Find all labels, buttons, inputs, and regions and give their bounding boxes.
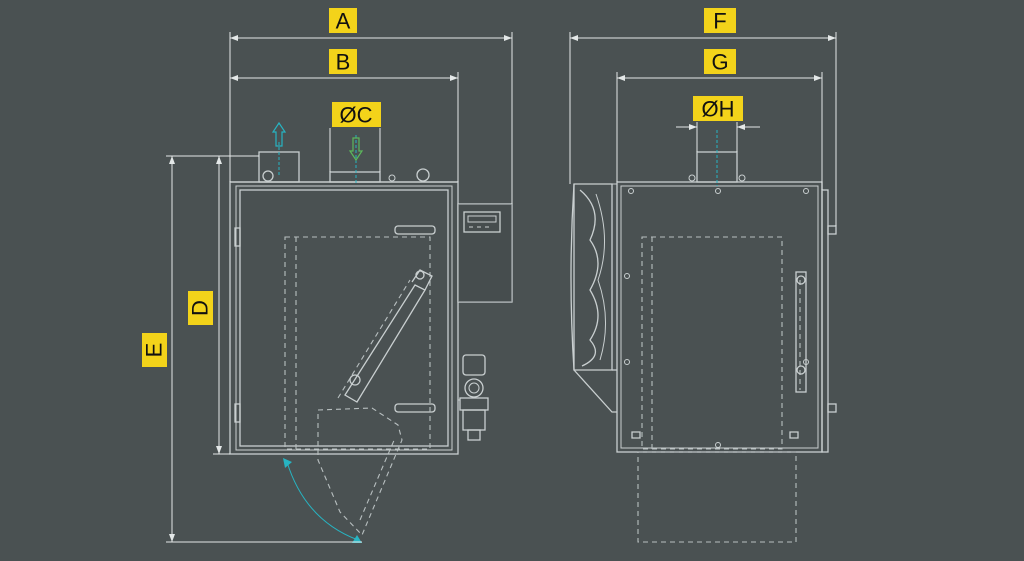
hinge-top (234, 227, 241, 247)
side-linkage (795, 271, 807, 393)
side-view (570, 130, 837, 543)
front-dimensions (166, 32, 513, 543)
label-E: E (142, 333, 167, 367)
label-A: A (329, 8, 357, 34)
side-inner-dashed (641, 236, 783, 450)
blower-housing (573, 183, 613, 371)
door-swing-arc (286, 461, 359, 541)
label-C: ØC (332, 102, 381, 128)
door-handle-top (394, 225, 436, 235)
label-F: F (704, 8, 736, 34)
front-door-panel (239, 189, 449, 447)
inlet-stub (329, 171, 381, 183)
svg-text:D: D (188, 300, 213, 316)
svg-text:F: F (713, 9, 726, 34)
up-arrow-icon (271, 121, 287, 175)
air-regulator (462, 354, 486, 376)
svg-text:G: G (711, 50, 728, 75)
svg-text:E: E (142, 343, 167, 358)
control-box (457, 203, 513, 303)
front-view (229, 121, 513, 543)
front-cabinet-outline (229, 181, 459, 455)
label-H: ØH (693, 96, 743, 122)
svg-text:ØH: ØH (702, 97, 735, 122)
label-G: G (704, 49, 736, 75)
side-cabinet-outline (616, 181, 823, 453)
side-fitting-top (827, 225, 837, 235)
down-arrow-icon (348, 135, 364, 185)
pressure-gauge (464, 378, 484, 398)
side-dimensions (569, 32, 837, 226)
side-fitting-bottom (827, 403, 837, 413)
label-B: B (329, 49, 357, 75)
hopper-swing-dashed (317, 407, 403, 536)
door-handle-bottom (394, 403, 436, 413)
svg-text:B: B (336, 50, 351, 75)
svg-text:ØC: ØC (340, 103, 373, 128)
svg-text:A: A (336, 9, 351, 34)
lifting-eye (416, 168, 430, 182)
hinge-bottom (234, 403, 241, 423)
side-bin-dashed (637, 451, 797, 543)
control-display (463, 211, 501, 233)
label-D: D (188, 291, 213, 325)
inner-filter-dashed (284, 236, 431, 450)
